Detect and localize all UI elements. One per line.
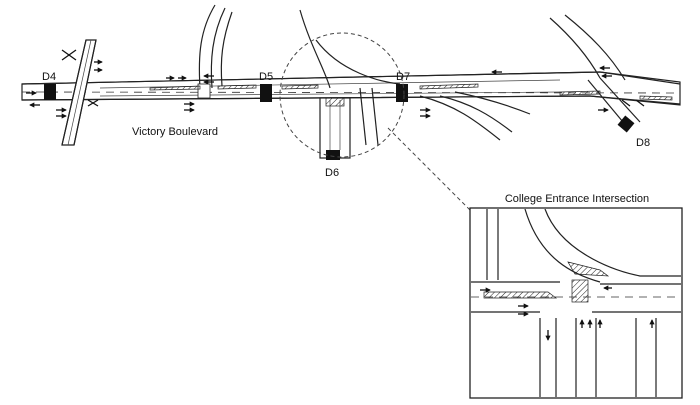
detector-d7 bbox=[396, 84, 408, 102]
lane-arrows bbox=[26, 49, 645, 119]
inset-panel: College Entrance Intersection bbox=[469, 193, 683, 399]
main-road bbox=[21, 71, 681, 106]
label-d5: D5 bbox=[259, 71, 273, 83]
northeast-curves-d8 bbox=[549, 14, 641, 129]
north-curves-d5 bbox=[197, 4, 233, 99]
label-d8: D8 bbox=[636, 137, 650, 149]
label-d4: D4 bbox=[42, 71, 56, 83]
detector-d5 bbox=[260, 84, 272, 102]
inset-title: College Entrance Intersection bbox=[505, 193, 649, 205]
label-d6: D6 bbox=[325, 167, 339, 179]
median-hatches bbox=[149, 83, 673, 101]
detector-d4 bbox=[44, 84, 56, 100]
street-label: Victory Boulevard bbox=[132, 126, 218, 138]
detectors bbox=[44, 84, 635, 160]
southeast-ramp bbox=[419, 91, 531, 141]
label-d7: D7 bbox=[396, 71, 410, 83]
magnifier bbox=[279, 32, 471, 211]
detector-d6 bbox=[326, 150, 340, 160]
cross-road-d4 bbox=[61, 39, 97, 146]
detector-d8 bbox=[617, 115, 635, 133]
north-approach-d6 bbox=[299, 9, 401, 146]
college-south-leg bbox=[319, 97, 351, 159]
